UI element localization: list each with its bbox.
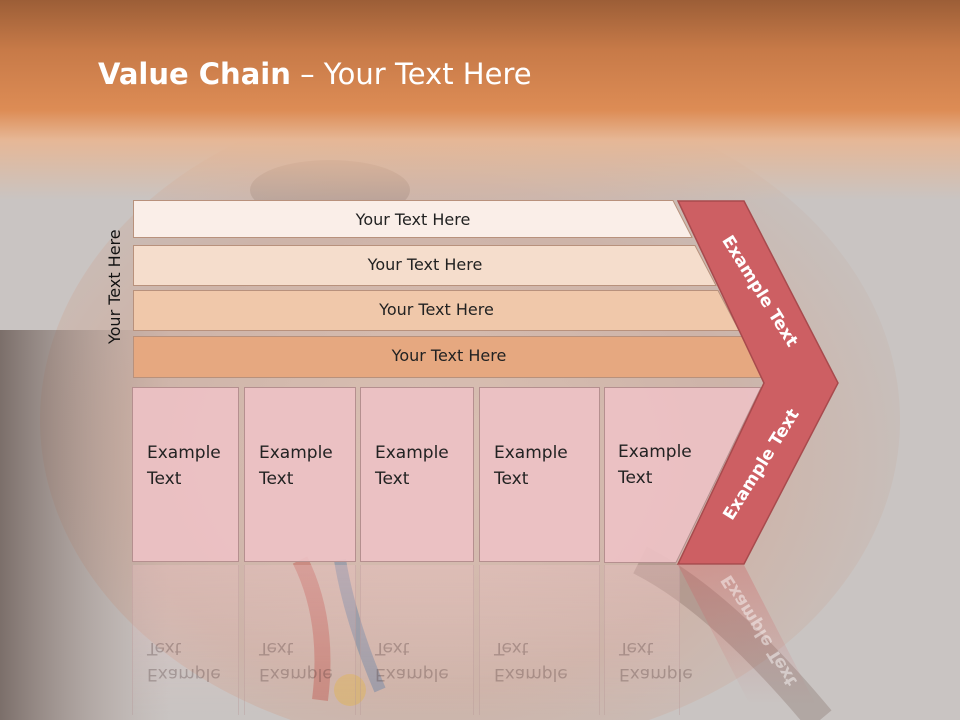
support-bar-3-label: Your Text Here — [379, 299, 494, 319]
primary-box-4-line2: Text — [494, 469, 529, 489]
vertical-label: Your Text Here — [105, 229, 124, 345]
primary-box-5-line1: Example — [618, 442, 692, 462]
primary-box-2-line1: Example — [259, 443, 333, 463]
title-rest: – Your Text Here — [290, 57, 532, 91]
support-bar-3: Your Text Here — [133, 290, 740, 331]
support-bar-4-label: Your Text Here — [391, 345, 507, 365]
support-bar-2: Your Text Here — [133, 245, 717, 286]
primary-box-1-line2: Text — [147, 469, 182, 489]
reflection-box-1-line1: Example — [147, 664, 221, 684]
reflection-box-2-line1: Example — [259, 664, 333, 684]
support-bar-4: Your Text Here — [133, 336, 765, 378]
reflection: Example Text Example Text Example Text Exam… — [0, 565, 960, 720]
slide-title: Value Chain – Your Text Here — [98, 52, 532, 96]
primary-box-3-line1: Example — [375, 443, 449, 463]
primary-box-5-line2: Text — [618, 468, 653, 488]
reflection-box-1: Example Text — [132, 565, 239, 715]
support-bar-1-label: Your Text Here — [355, 209, 471, 229]
reflection-box-4-line2: Text — [494, 638, 529, 658]
reflection-box-3-line2: Text — [375, 638, 410, 658]
primary-box-3-line2: Text — [375, 469, 410, 489]
primary-box-2-line2: Text — [259, 469, 294, 489]
support-bar-2-label: Your Text Here — [367, 254, 483, 274]
reflection-box-2-line2: Text — [259, 638, 294, 658]
reflection-box-2: Example Text — [244, 565, 356, 715]
reflection-box-4: Example Text — [479, 565, 600, 715]
reflection-box-3: Example Text — [360, 565, 474, 715]
reflection-box-4-line1: Example — [494, 664, 568, 684]
reflection-chevron — [678, 565, 816, 705]
primary-box-1-line1: Example — [147, 443, 221, 463]
primary-box-4-line1: Example — [494, 443, 568, 463]
title-bold: Value Chain — [98, 57, 291, 91]
margin-chevron — [676, 200, 839, 565]
reflection-box-3-line1: Example — [375, 664, 449, 684]
support-bar-1: Your Text Here — [133, 200, 693, 238]
reflection-box-1-line2: Text — [147, 638, 182, 658]
header-band — [0, 0, 960, 200]
